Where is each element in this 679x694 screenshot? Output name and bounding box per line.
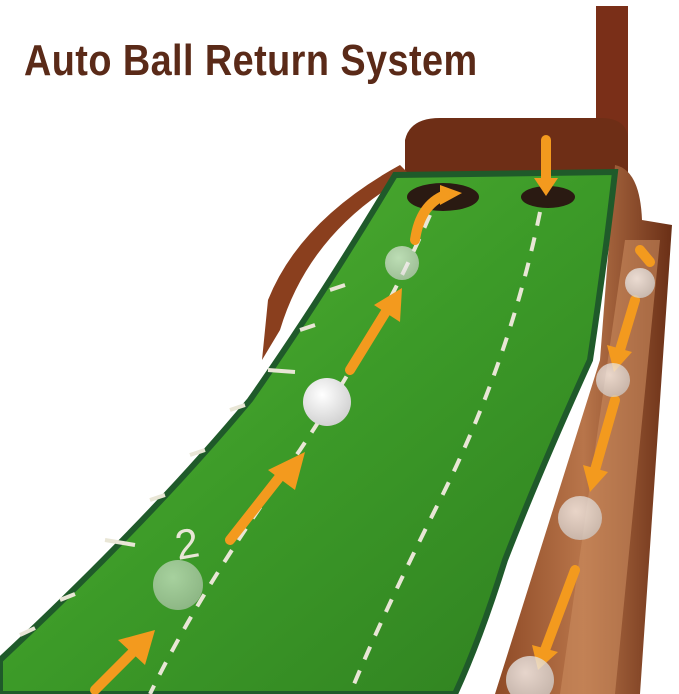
golf-ball-rail bbox=[596, 363, 630, 397]
back-board bbox=[405, 118, 628, 175]
golf-ball-rail bbox=[558, 496, 602, 540]
golf-ball-faded bbox=[385, 246, 419, 280]
golf-ball-rail bbox=[625, 268, 655, 298]
headline-title: Auto Ball Return System bbox=[24, 36, 478, 85]
putting-green-mat bbox=[0, 168, 619, 694]
golf-ball bbox=[303, 378, 351, 426]
golf-ball-rail bbox=[506, 656, 554, 694]
hole-right bbox=[521, 186, 575, 208]
golf-ball-faded bbox=[153, 560, 203, 610]
left-wood-lip bbox=[262, 165, 410, 360]
